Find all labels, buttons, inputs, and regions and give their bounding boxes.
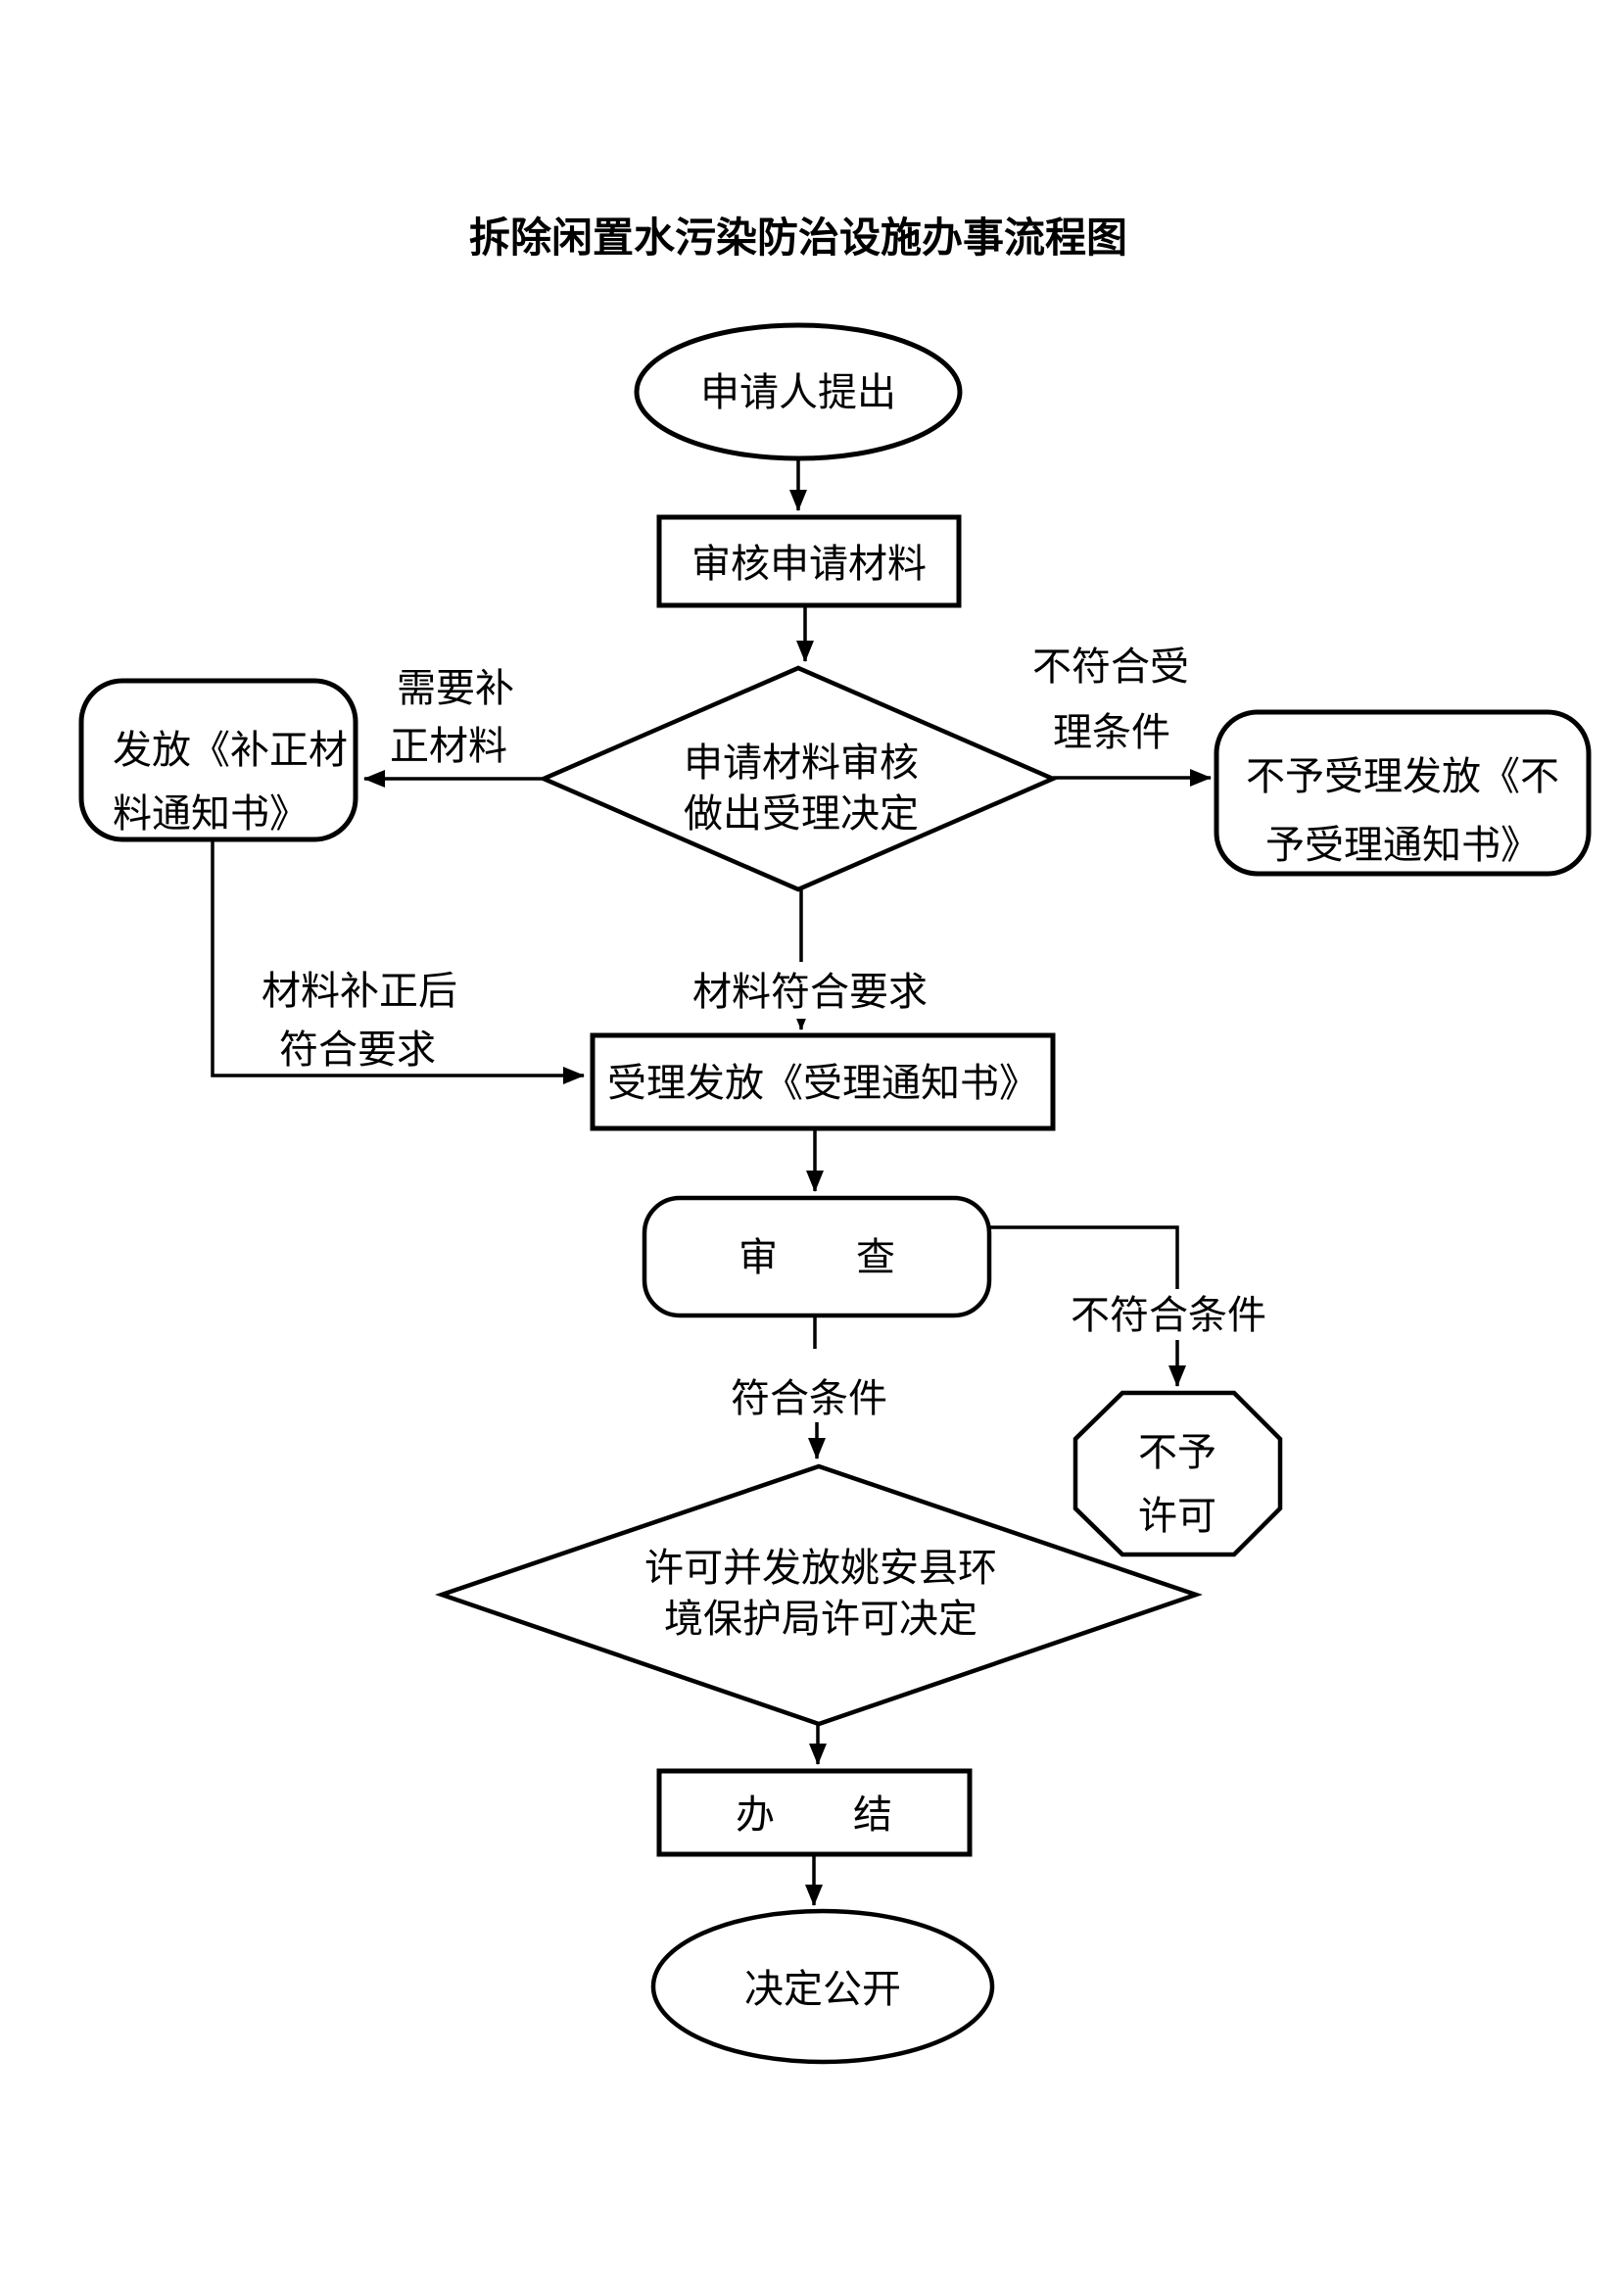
accept-issue-notice-box bbox=[590, 1032, 1056, 1131]
review-materials-label: 审核申请材料 bbox=[691, 542, 927, 586]
permit-decision-line1: 许可并发放姚安县环 bbox=[644, 1546, 997, 1590]
label-not-meet-conditions: 不符合条件 bbox=[1071, 1293, 1266, 1337]
label-need-supplement-line1: 需要补 bbox=[397, 666, 514, 710]
label-after-supplement-line2: 符合要求 bbox=[279, 1028, 436, 1072]
label-not-meet-acceptance-line1: 不符合受 bbox=[1032, 645, 1189, 689]
label-meet-conditions: 符合条件 bbox=[731, 1376, 887, 1420]
deny-permit-octagon bbox=[1072, 1390, 1283, 1557]
start-label: 申请人提出 bbox=[700, 370, 896, 414]
connector-supplement-to-accept bbox=[211, 839, 585, 1084]
issue-supplement-line2: 料通知书》 bbox=[113, 791, 309, 836]
complete-box bbox=[656, 1768, 973, 1857]
acceptance-decision-line1: 申请材料审核 bbox=[684, 741, 919, 785]
page-title: 拆除闲置水污染防治设施办事流程图 bbox=[469, 215, 1127, 262]
label-not-meet-conditions-bg bbox=[1064, 1289, 1275, 1340]
reject-notice-box bbox=[1214, 709, 1592, 877]
publish-ellipse bbox=[650, 1908, 995, 2065]
label-materials-meet-bg bbox=[686, 962, 936, 1019]
accept-issue-notice-label: 受理发放《受理通知书》 bbox=[607, 1061, 1038, 1105]
reject-notice-line2: 予受理通知书》 bbox=[1265, 823, 1540, 867]
label-not-meet-acceptance-line2: 理条件 bbox=[1053, 710, 1170, 754]
publish-label: 决定公开 bbox=[744, 1967, 901, 2011]
permit-decision-line2: 境保护局许可决定 bbox=[664, 1597, 977, 1641]
acceptance-decision-diamond bbox=[538, 665, 1059, 892]
start-ellipse bbox=[634, 322, 963, 461]
label-need-supplement-line2: 正材料 bbox=[390, 724, 507, 768]
deny-permit-line1: 不予 bbox=[1138, 1430, 1216, 1474]
label-materials-meet: 材料符合要求 bbox=[692, 970, 928, 1014]
issue-supplement-line1: 发放《补正材 bbox=[113, 728, 348, 772]
reject-notice-line1: 不予受理发放《不 bbox=[1246, 754, 1559, 798]
issue-supplement-notice-box bbox=[78, 678, 358, 842]
review-box bbox=[642, 1195, 992, 1318]
review-materials-box bbox=[656, 514, 962, 608]
acceptance-decision-line2: 做出受理决定 bbox=[684, 791, 919, 836]
complete-label: 办 结 bbox=[736, 1793, 892, 1837]
label-after-supplement-line1: 材料补正后 bbox=[262, 969, 457, 1013]
review-label: 审 查 bbox=[739, 1235, 895, 1279]
permit-decision-diamond bbox=[435, 1463, 1203, 1727]
deny-permit-line2: 许可 bbox=[1138, 1494, 1216, 1538]
